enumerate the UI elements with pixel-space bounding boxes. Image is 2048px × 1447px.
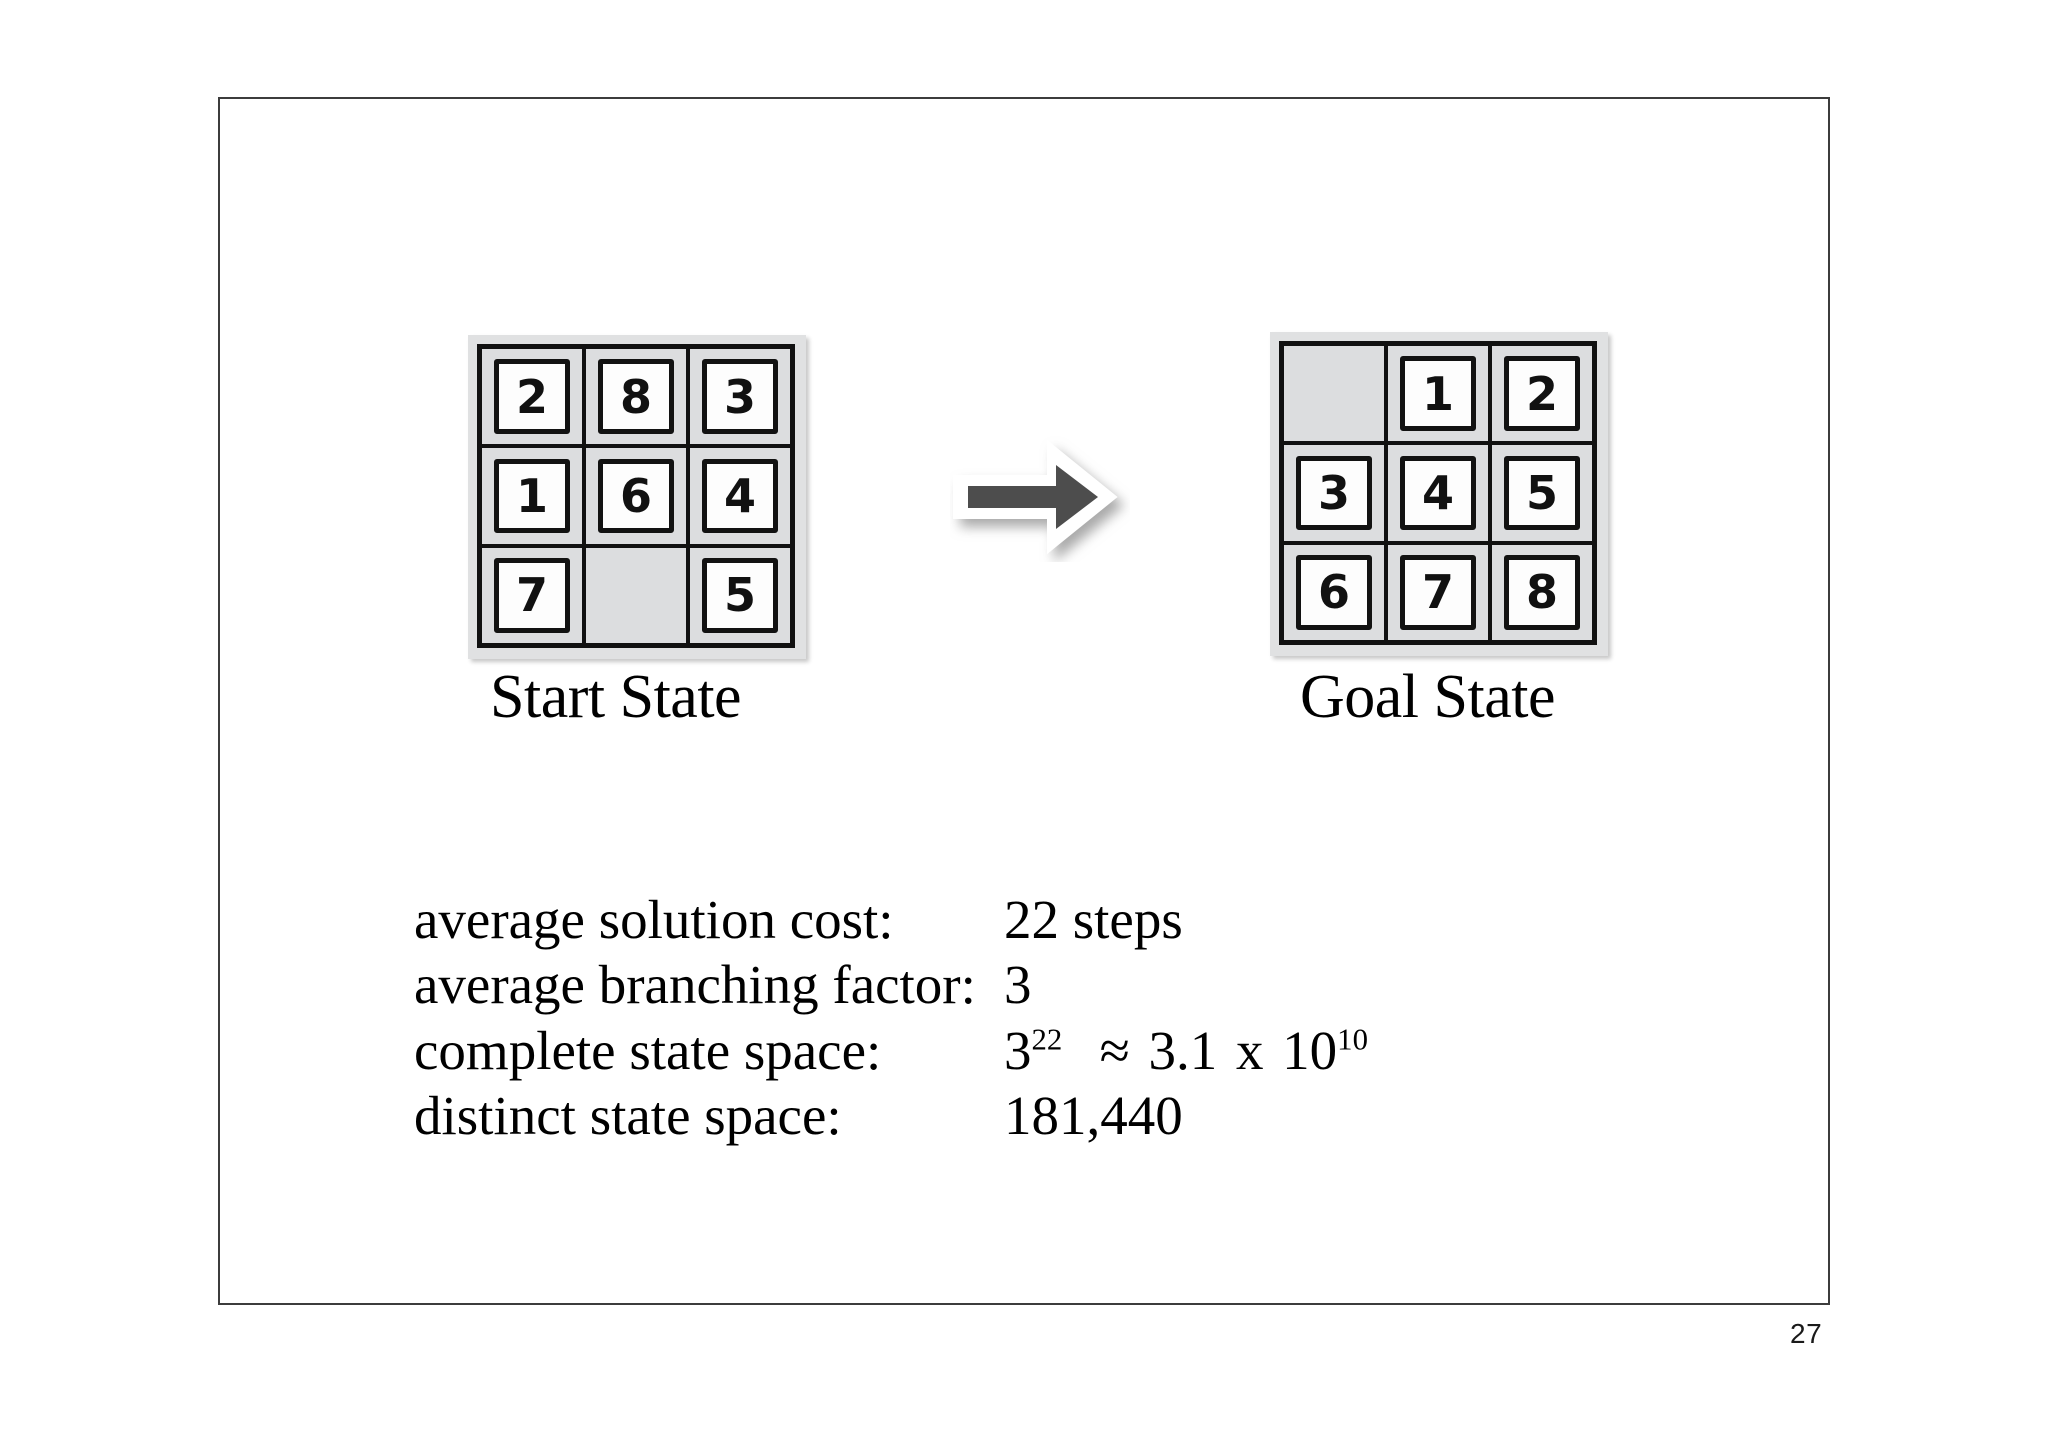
table-row: average solution cost: 22 steps [414, 887, 1368, 952]
tile-value: 4 [1400, 455, 1476, 531]
start-cell-1-1[interactable]: 6 [586, 448, 686, 544]
mantissa: 3.1 [1148, 1019, 1218, 1081]
slide-frame: 2 8 3 1 6 4 7 [218, 97, 1830, 1305]
start-cell-1-2[interactable]: 4 [690, 448, 790, 544]
goal-cell-2-0[interactable]: 6 [1284, 544, 1384, 640]
goal-state-caption: Goal State [1300, 663, 1556, 731]
approx-sign: ≈ [1099, 1019, 1130, 1081]
goal-state-grid: 1 2 3 4 5 6 7 [1279, 341, 1597, 645]
start-cell-0-2[interactable]: 3 [690, 349, 790, 445]
statistics-table: average solution cost: 22 steps average … [414, 887, 1368, 1149]
goal-cell-1-2[interactable]: 5 [1492, 445, 1592, 541]
tile-value: 3 [1296, 455, 1372, 531]
tile-value: 6 [598, 458, 674, 534]
start-cell-0-0[interactable]: 2 [482, 349, 582, 445]
start-cell-2-1-blank[interactable] [586, 547, 686, 643]
power-exponent: 22 [1031, 1022, 1063, 1057]
tile-value: 1 [1400, 356, 1476, 431]
tile-value: 2 [494, 359, 570, 434]
stat-value-complete-state-space: 322 ≈3.1 x 1010 [1004, 1018, 1368, 1083]
goal-cell-1-1[interactable]: 4 [1388, 445, 1488, 541]
goal-cell-2-2[interactable]: 8 [1492, 544, 1592, 640]
start-cell-0-1[interactable]: 8 [586, 349, 686, 445]
stat-label-distinct-state-space: distinct state space: [414, 1085, 842, 1147]
statistics-block: average solution cost: 22 steps average … [414, 887, 1368, 1149]
stat-value-average-solution-cost: 22 steps [1004, 889, 1183, 950]
goal-cell-1-0[interactable]: 3 [1284, 445, 1384, 541]
table-row: complete state space: 322 ≈3.1 x 1010 [414, 1018, 1368, 1083]
tile-value: 7 [494, 558, 570, 633]
goal-cell-0-1[interactable]: 1 [1388, 346, 1488, 442]
scientific-base: 10 [1282, 1019, 1338, 1081]
goal-state-puzzle: 1 2 3 4 5 6 7 [1270, 332, 1608, 656]
right-arrow-svg [953, 439, 1118, 555]
tile-value: 3 [702, 359, 778, 434]
tile-value: 8 [598, 359, 674, 434]
stat-label-average-branching-factor: average branching factor: [414, 954, 976, 1016]
tile-value: 7 [1400, 555, 1476, 630]
tile-value: 1 [494, 458, 570, 534]
tile-value: 6 [1296, 555, 1372, 630]
page-number: 27 [1790, 1318, 1823, 1349]
start-cell-1-0[interactable]: 1 [482, 448, 582, 544]
stat-label-complete-state-space: complete state space: [414, 1019, 882, 1081]
goal-cell-0-0-blank[interactable] [1284, 346, 1384, 442]
power-base: 3 [1004, 1019, 1032, 1081]
goal-state-board: 1 2 3 4 5 6 7 [1270, 332, 1608, 656]
start-cell-2-2[interactable]: 5 [690, 547, 790, 643]
goal-cell-0-2[interactable]: 2 [1492, 346, 1592, 442]
goal-cell-2-1[interactable]: 7 [1388, 544, 1488, 640]
tile-value: 8 [1504, 555, 1580, 630]
tile-value: 5 [1504, 455, 1580, 531]
start-state-puzzle: 2 8 3 1 6 4 7 [468, 335, 806, 659]
start-state-board: 2 8 3 1 6 4 7 [468, 335, 806, 659]
right-arrow-icon [950, 432, 1130, 562]
multiply-sign: x [1235, 1019, 1264, 1081]
tile-value: 2 [1504, 356, 1580, 431]
table-row: average branching factor: 3 [414, 952, 1368, 1017]
tile-value: 4 [702, 458, 778, 534]
start-cell-2-0[interactable]: 7 [482, 547, 582, 643]
table-row: distinct state space: 181,440 [414, 1083, 1368, 1148]
stat-value-distinct-state-space: 181,440 [1004, 1085, 1183, 1147]
start-state-caption: Start State [490, 663, 742, 731]
tile-value: 5 [702, 558, 778, 633]
stat-value-average-branching-factor: 3 [1004, 954, 1032, 1016]
stat-label-average-solution-cost: average solution cost: [414, 889, 894, 950]
scientific-exponent: 10 [1337, 1022, 1368, 1057]
start-state-grid: 2 8 3 1 6 4 7 [477, 344, 795, 648]
